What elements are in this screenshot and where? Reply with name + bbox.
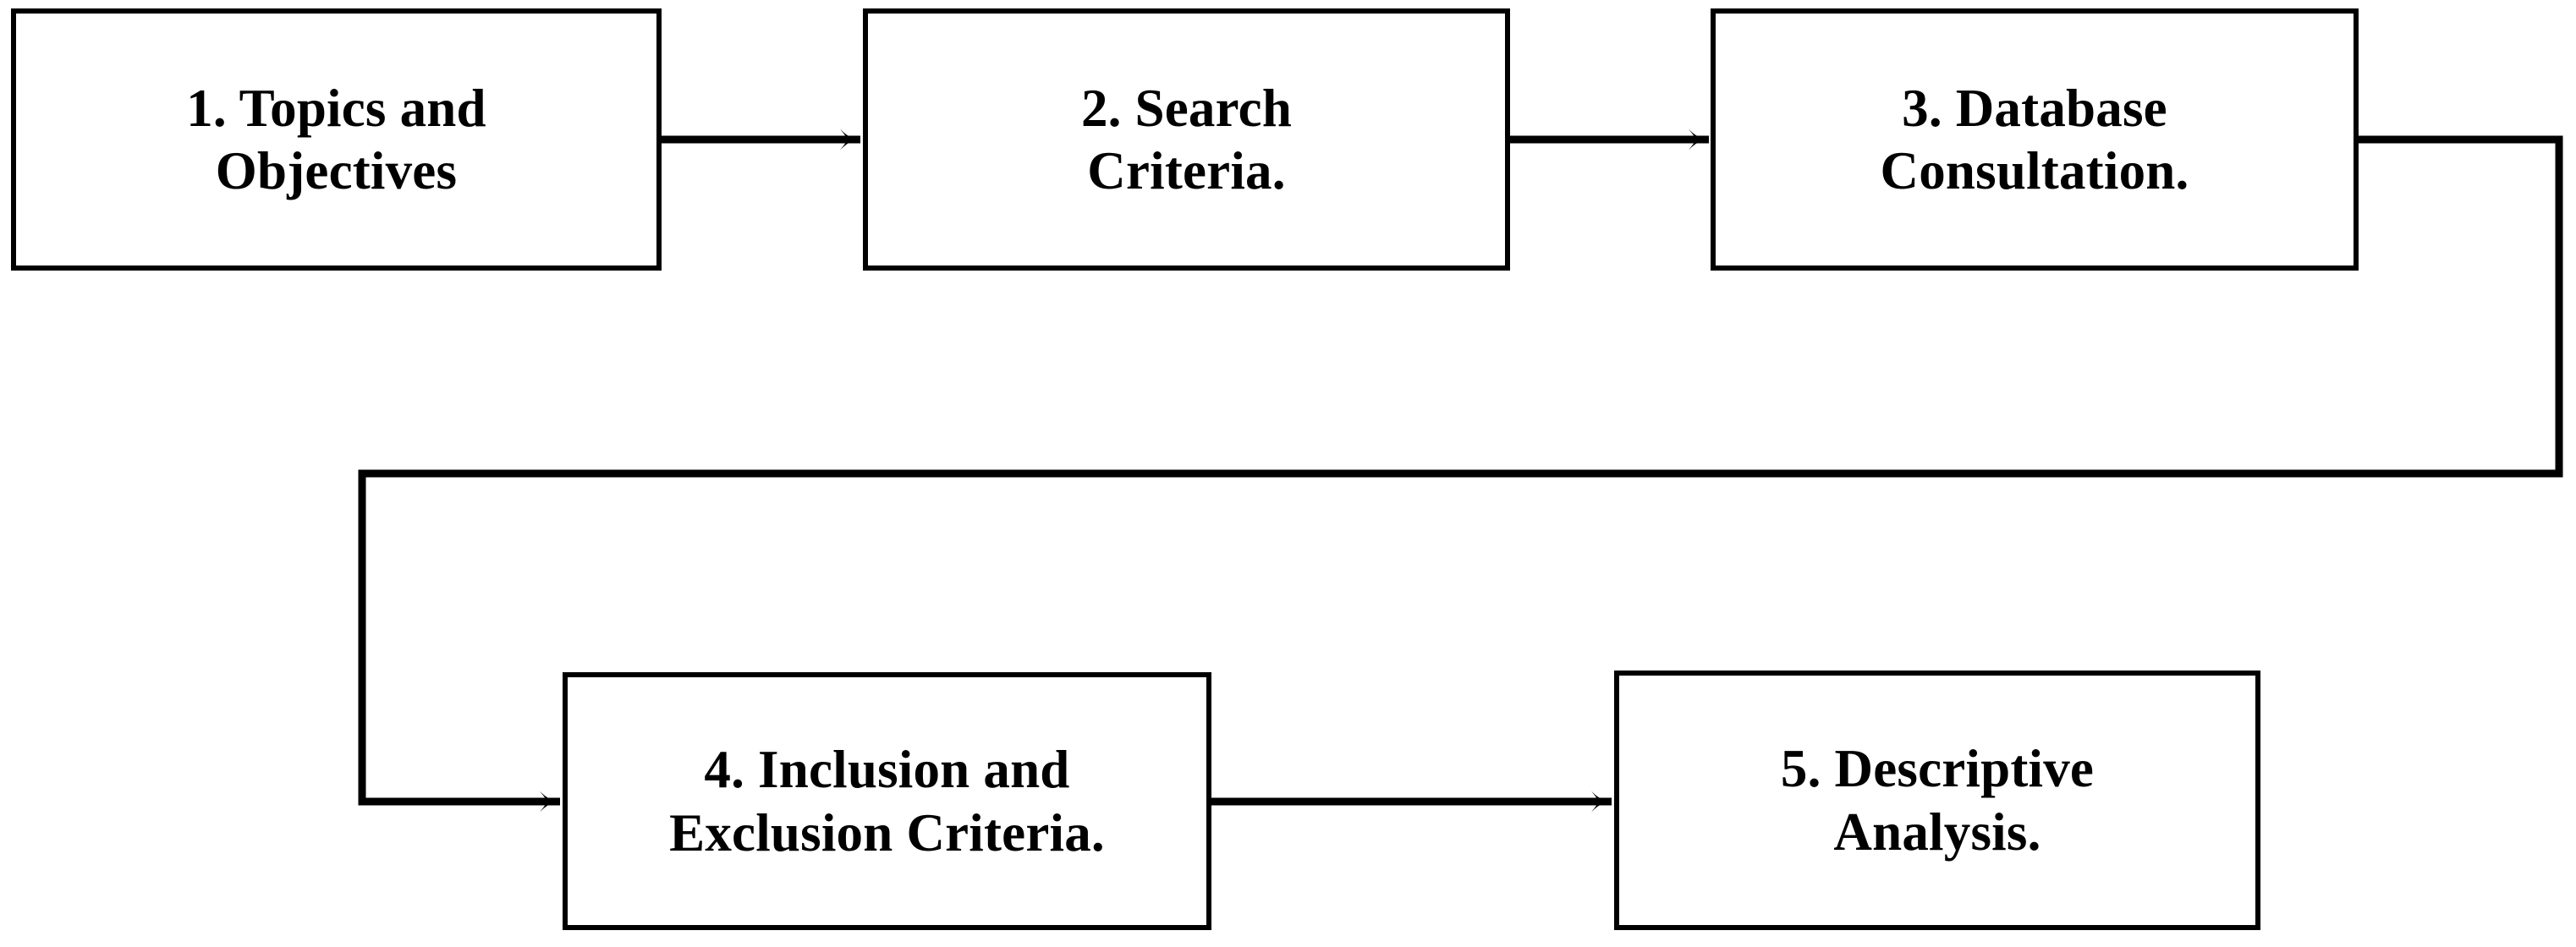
flow-node-descriptive-analysis[interactable]: 5. Descriptive Analysis. (1614, 671, 2260, 930)
connector-3-to-4 (358, 135, 2563, 813)
flow-node-label: 2. Search Criteria. (1080, 78, 1293, 200)
flow-node-label: 3. Database Consultation. (1880, 78, 2189, 200)
flow-node-database-consultation[interactable]: 3. Database Consultation. (1711, 8, 2359, 271)
flow-node-label: 4. Inclusion and Exclusion Criteria. (669, 740, 1105, 862)
flow-node-inclusion-and-exclusion-criteria[interactable]: 4. Inclusion and Exclusion Criteria. (563, 672, 1211, 930)
flow-node-topics-and-objectives[interactable]: 1. Topics and Objectives (11, 8, 662, 271)
flow-node-label: 5. Descriptive Analysis. (1780, 739, 2095, 862)
flow-node-search-criteria[interactable]: 2. Search Criteria. (863, 8, 1510, 271)
flow-node-label: 1. Topics and Objectives (186, 78, 486, 200)
